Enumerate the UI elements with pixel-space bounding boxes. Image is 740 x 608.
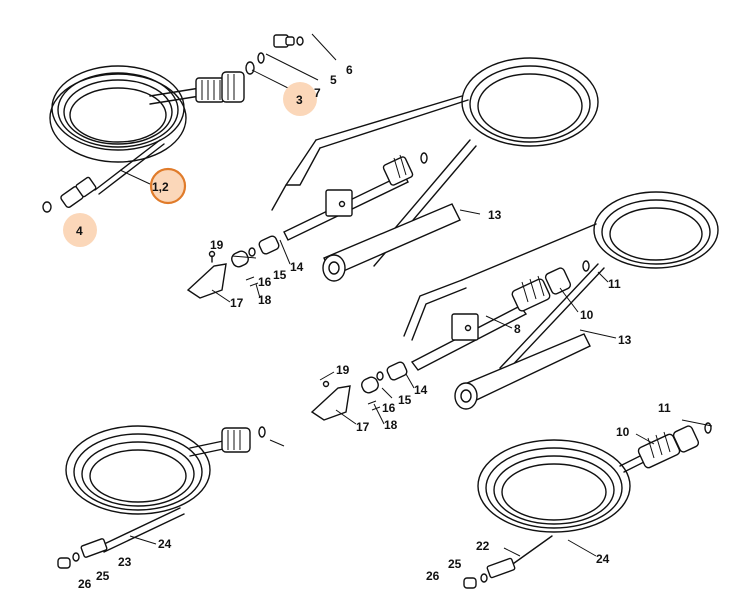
part-label-6: 6 [346, 63, 353, 77]
o-ring-11-bottom-right [704, 422, 712, 434]
part-label-18-right: 18 [384, 418, 398, 432]
spray-lance-right [454, 333, 591, 410]
part-label-18-top: 18 [258, 293, 272, 307]
o-ring-4 [42, 201, 52, 213]
nozzle-parts-middle [186, 235, 280, 299]
part-label-11-bottom: 11 [658, 401, 671, 415]
part-label-22: 22 [476, 539, 490, 553]
part-label-24-left: 24 [158, 537, 172, 551]
part-label-3: 3 [296, 93, 303, 107]
spray-lance-middle [322, 203, 461, 282]
highlight-ring-1-2 [149, 167, 187, 205]
hose-fitting-top-left [195, 71, 245, 103]
highlight-marker-1-2 [151, 169, 185, 203]
part-label-25-right: 25 [448, 557, 462, 571]
part-label-10-bottom: 10 [616, 425, 630, 439]
part-label-17-right: 17 [356, 420, 370, 434]
part-label-19-right: 19 [336, 363, 350, 377]
part-label-15-top: 15 [273, 268, 287, 282]
hose-fitting-10-bottom-right [637, 425, 700, 469]
part-label-17-top: 17 [230, 296, 244, 310]
hose-coil-right [461, 191, 719, 373]
highlight-marker-4 [63, 213, 97, 247]
part-label-26-right: 26 [426, 569, 440, 583]
part-label-1-2: 1,2 [152, 180, 169, 194]
part-label-13-top: 13 [488, 208, 502, 222]
nozzle-6 [273, 34, 304, 48]
hose-coil-bottom-left [65, 425, 229, 553]
part-label-8: 8 [514, 322, 521, 336]
part-label-16-right: 16 [382, 401, 396, 415]
part-label-14-top: 14 [290, 260, 304, 274]
hose-fitting-middle [382, 152, 428, 186]
part-label-14-right: 14 [414, 383, 428, 397]
part-label-24-right: 24 [596, 552, 610, 566]
part-label-7: 7 [314, 86, 321, 100]
nozzle-parts-right [310, 361, 408, 421]
part-label-26-left: 26 [78, 577, 92, 591]
hose-end-bottom-right [463, 557, 516, 589]
part-label-19-top: 19 [210, 238, 224, 252]
trigger-gun-right [451, 313, 479, 341]
hose-end-nipple-top-left [60, 176, 97, 208]
hose-coil-bottom-right [477, 439, 653, 567]
part-label-5: 5 [330, 73, 337, 87]
hose-coil-middle [315, 57, 599, 267]
hose-coil-top-left [49, 65, 201, 195]
part-label-25-left: 25 [96, 569, 110, 583]
part-label-11-right: 11 [608, 277, 621, 291]
hose-fitting-10-right [511, 267, 572, 312]
part-label-13-right: 13 [618, 333, 632, 347]
highlight-marker-3 [283, 82, 317, 116]
leader-lines [119, 33, 713, 557]
trigger-gun-middle [325, 189, 353, 217]
hose-end-bottom-left [57, 538, 108, 569]
part-label-16-top: 16 [258, 275, 272, 289]
part-label-23: 23 [118, 555, 132, 569]
o-ring-11-right [582, 260, 590, 272]
o-rings-5-7 [245, 52, 265, 75]
part-label-10-right: 10 [580, 308, 594, 322]
part-label-4: 4 [76, 224, 83, 238]
hose-fitting-bottom-left [221, 426, 266, 453]
part-label-15-right: 15 [398, 393, 412, 407]
part-labels: 1,2 3 4 5 6 7 13 19 16 15 14 17 18 10 11… [76, 63, 671, 591]
